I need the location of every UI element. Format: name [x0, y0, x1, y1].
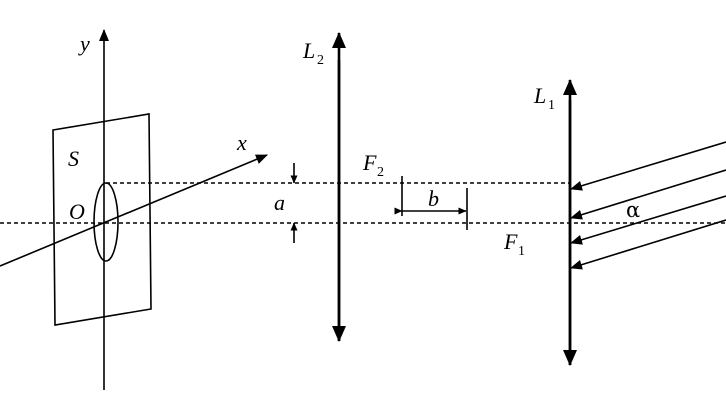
screen-label: S [68, 146, 79, 171]
y-axis-label: y [78, 31, 90, 56]
aperture-ellipse [93, 182, 119, 262]
x-axis-label: x [236, 130, 247, 155]
lens2-subscript: 2 [317, 53, 324, 68]
origin-label: O [69, 199, 85, 224]
incoming-ray-2 [570, 169, 726, 220]
lens1-subscript: 1 [548, 98, 555, 113]
lens1-label: L [533, 83, 546, 108]
angle-alpha-label: α [626, 198, 640, 222]
focus2-subscript: 2 [377, 165, 384, 180]
distance-b-label: b [428, 186, 439, 211]
incoming-ray-3 [570, 195, 726, 245]
focus1-subscript: 1 [518, 244, 525, 259]
incoming-ray-4 [570, 219, 726, 270]
x-axis [0, 154, 268, 267]
lens2-label: L [302, 38, 315, 63]
screen-plane [52, 113, 152, 326]
incoming-ray-1 [570, 141, 726, 191]
focus1-label: F [503, 229, 518, 254]
distance-a-label: a [274, 190, 285, 215]
focus2-label: F [362, 150, 377, 175]
